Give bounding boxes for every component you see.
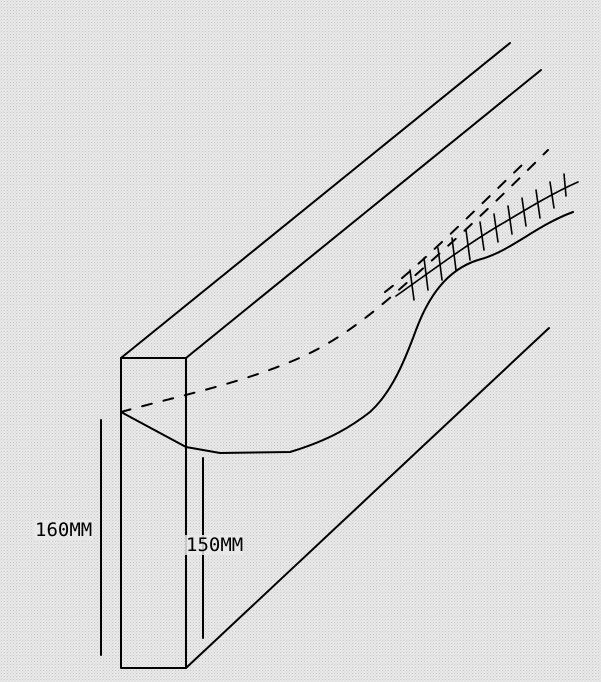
notch-cut-profile [120,211,574,454]
hidden-edge-line [120,149,549,413]
beam-top-back-edge [120,42,511,359]
beam-top-front-edge [185,69,542,359]
beam-end-face [120,357,187,669]
dimension-label-150mm: 150MM [185,534,245,556]
beam-bottom-edge [185,327,550,669]
splice-hatch-marks [409,173,567,301]
hidden-edge-line-2 [384,164,523,293]
dimension-label-160mm: 160MM [34,519,94,541]
